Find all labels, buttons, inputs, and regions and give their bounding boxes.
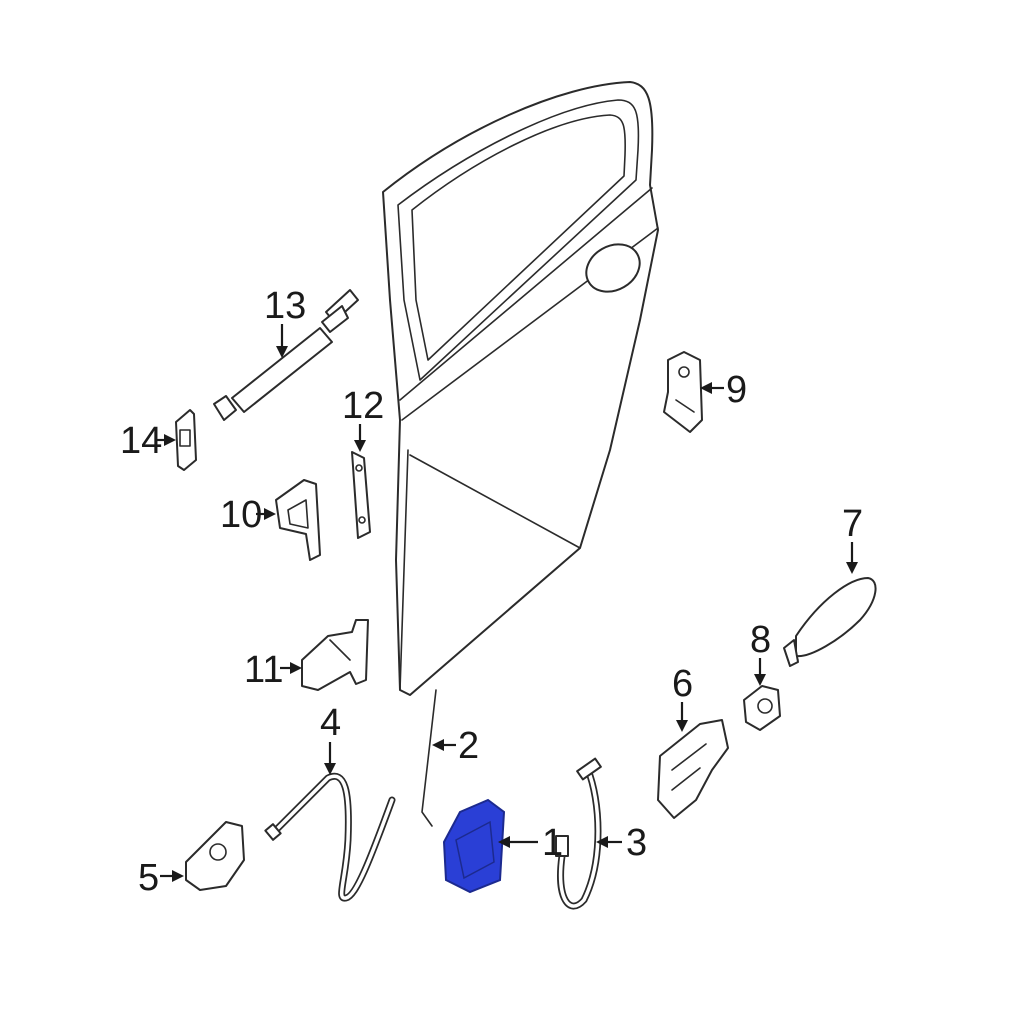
callout-label-4: 4 [320,702,341,744]
callout-13: 13 [264,285,306,358]
callout-label-9: 9 [726,369,747,411]
callout-6: 6 [672,663,693,732]
callout-8: 8 [750,619,771,686]
part-8-lock-cover [743,685,781,731]
part-11-hinge [301,619,369,691]
callout-label-11: 11 [244,649,283,691]
callout-7: 7 [842,503,863,574]
part-9-striker-bracket [663,351,703,433]
callout-label-3: 3 [626,822,647,864]
callout-label-14: 14 [120,420,162,462]
callout-3: 3 [596,822,647,864]
callout-label-13: 13 [264,285,306,327]
callout-label-1: 1 [542,822,563,864]
part-4-release-cable [264,772,396,902]
part-13-door-check-strut [213,289,359,421]
callout-2: 2 [432,725,479,767]
part-7-outer-handle [783,577,877,667]
callout-12: 12 [342,385,384,452]
callout-label-5: 5 [138,857,159,899]
callout-14: 14 [120,420,176,462]
callout-11: 11 [244,649,302,691]
part-10-hinge [275,479,321,561]
part-14-bracket [175,409,197,471]
part-3-cable [555,757,602,910]
callout-4: 4 [320,702,341,775]
part-12-plate [351,451,371,539]
callout-label-7: 7 [842,503,863,545]
callout-label-10: 10 [220,494,262,536]
part-6-handle-carrier [657,719,729,819]
callout-label-8: 8 [750,619,771,661]
callout-label-12: 12 [342,385,384,427]
callout-10: 10 [220,494,276,536]
callout-label-6: 6 [672,663,693,705]
part-1-door-lock-actuator[interactable] [442,798,506,894]
callout-label-2: 2 [458,725,479,767]
part-2-lock-rod [421,689,437,827]
callout-1: 1 [498,822,563,864]
callout-9: 9 [700,369,747,411]
callout-5: 5 [138,857,184,899]
door-shell [382,81,659,696]
part-5-inner-handle-bracket [185,821,245,891]
